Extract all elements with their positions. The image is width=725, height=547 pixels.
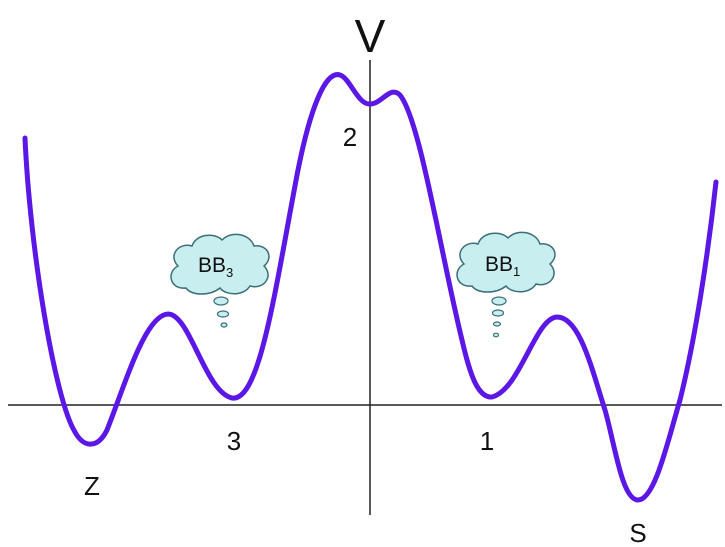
thought-bubble bbox=[492, 332, 500, 338]
cloud-shape bbox=[456, 231, 556, 293]
cloud-label: BB1 bbox=[485, 253, 520, 279]
y-axis-label: V bbox=[355, 10, 386, 62]
potential-curve bbox=[22, 72, 719, 503]
cloud-label: BB3 bbox=[198, 254, 233, 280]
thought-cloud-bb1: BB1 bbox=[456, 231, 556, 338]
thought-bubble bbox=[216, 310, 230, 318]
point-label-2: 2 bbox=[343, 122, 357, 152]
point-label-z: Z bbox=[84, 471, 100, 501]
point-label-1: 1 bbox=[480, 426, 494, 456]
point-label-3: 3 bbox=[227, 426, 241, 456]
thought-bubble bbox=[220, 322, 228, 328]
thought-bubble bbox=[491, 296, 507, 306]
thought-bubble bbox=[213, 296, 229, 306]
thought-bubble bbox=[492, 321, 502, 327]
thought-cloud-bb3: BB3 bbox=[170, 233, 270, 328]
cloud-shape bbox=[170, 233, 270, 295]
thought-bubble bbox=[491, 309, 505, 317]
point-label-s: S bbox=[629, 518, 646, 547]
